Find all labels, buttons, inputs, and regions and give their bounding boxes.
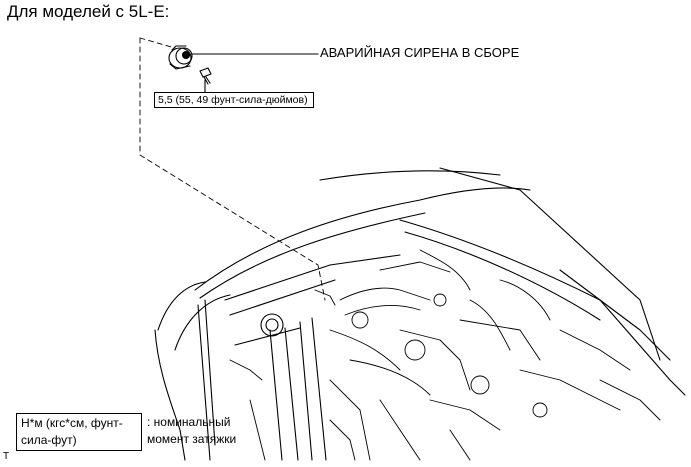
location-dashed-line: [139, 37, 326, 301]
torque-spec-box: 5,5 (55, 49 фунт-сила-дюймов): [154, 92, 314, 108]
hood-outline: [194, 167, 661, 361]
legend-desc-line2: момент затяжки: [147, 432, 237, 446]
engine-details: [229, 249, 661, 461]
radiator-support-outline: [224, 254, 401, 461]
torque-spec-text: 5,5 (55, 49 фунт-сила-дюймов): [158, 94, 308, 106]
siren-assembly-icon: [168, 45, 193, 70]
part-label: АВАРИЙНАЯ СИРЕНА В СБОРЕ: [320, 45, 520, 60]
fender-outline: [399, 219, 686, 396]
legend-desc-line1: : номинальный: [147, 415, 231, 429]
bolt-icon: [199, 67, 212, 85]
legend-units-line1: Н*м (кгс*см, фунт-: [21, 416, 123, 430]
corner-mark: T: [3, 451, 10, 462]
page-title: Для моделей с 5L-E:: [7, 2, 170, 21]
front-end-outline: [154, 281, 231, 461]
headlight-outline: [260, 313, 284, 337]
legend-units-line2: сила-фут): [21, 433, 77, 447]
legend-description: : номинальный момент затяжки: [147, 414, 257, 448]
legend-units-box: Н*м (кгс*см, фунт- сила-фут): [16, 413, 142, 451]
